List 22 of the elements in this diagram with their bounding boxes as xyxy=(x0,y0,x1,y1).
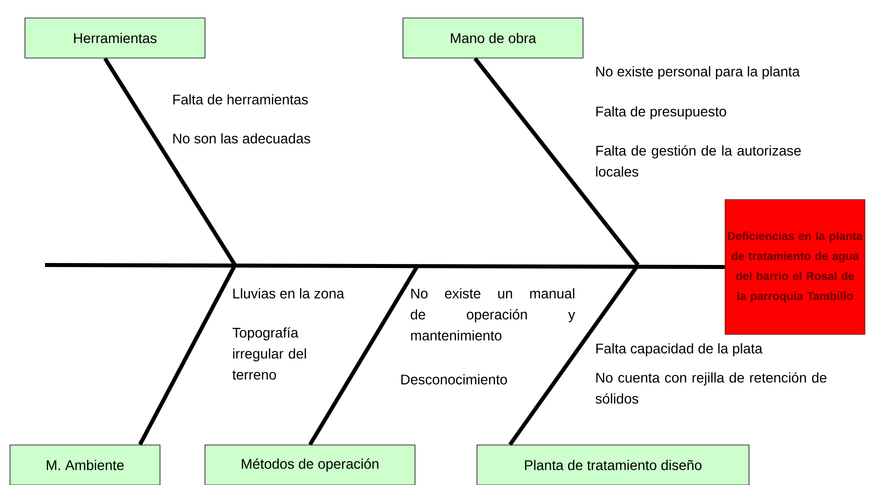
cause-text: Falta de herramientas xyxy=(173,94,308,104)
effect-box: Deficiencias en la planta de tratamiento de agua del barrio el Rosal de la parroquia Tambillo xyxy=(724,199,866,335)
category-box: Herramientas xyxy=(24,18,206,58)
cause-text: Falta capacidad de la plata xyxy=(596,343,763,356)
cause-text: Lluvias en la zona xyxy=(233,288,344,298)
spine-line xyxy=(45,263,725,269)
category-box: M. Ambiente xyxy=(10,444,160,485)
category-box: Mano de obra xyxy=(402,18,584,58)
cause-text: Falta de gestión de la autorizase locales xyxy=(596,145,801,177)
category-box: Planta de tratamiento diseño xyxy=(476,444,750,485)
bone-line xyxy=(508,264,640,446)
cause-text: Falta de presupuesto xyxy=(596,106,726,120)
cause-text: Desconocimiento xyxy=(401,374,507,384)
cause-text: No cuenta con rejilla de retención de sólidos xyxy=(596,372,826,404)
cause-text: No existe personal para la planta xyxy=(596,66,800,80)
cause-text: No existe un manual de operación y mantenimiento xyxy=(410,288,576,340)
bone-line xyxy=(103,57,237,266)
cause-text: No son las adecuadas xyxy=(173,133,310,144)
bone-line xyxy=(308,264,420,446)
cause-text: Topografía irregular del terreno xyxy=(232,327,306,380)
category-box: Métodos de operación xyxy=(204,444,416,485)
bone-line xyxy=(473,57,640,266)
